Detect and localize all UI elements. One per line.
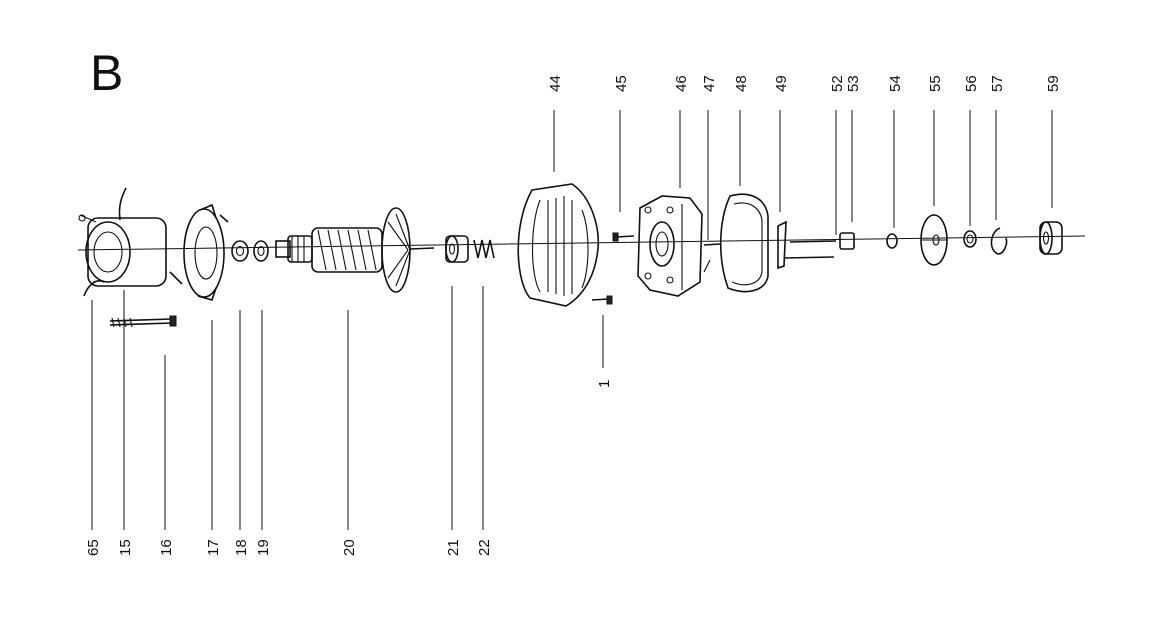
part-1-screw bbox=[591, 295, 613, 305]
part-20-armature bbox=[275, 207, 435, 293]
part-21-bearing bbox=[445, 235, 469, 263]
callout-56: 56 bbox=[963, 75, 980, 92]
callout-19: 19 bbox=[255, 539, 272, 556]
callout-49: 49 bbox=[773, 75, 790, 92]
part-16-screw bbox=[109, 315, 177, 328]
callout-55: 55 bbox=[927, 75, 944, 92]
assembly-axis bbox=[77, 235, 1086, 251]
callout-20: 20 bbox=[341, 539, 358, 556]
part-49-plate bbox=[777, 220, 835, 270]
callout-22: 22 bbox=[476, 539, 493, 556]
part-57-circlip bbox=[990, 227, 1008, 255]
callout-45: 45 bbox=[613, 75, 630, 92]
callout-47: 47 bbox=[701, 75, 718, 92]
part-22-spring bbox=[473, 239, 495, 259]
part-45-screw bbox=[612, 232, 635, 242]
part-53-bushing bbox=[839, 232, 855, 250]
callout-54: 54 bbox=[887, 75, 904, 92]
part-52-shaft bbox=[789, 240, 837, 243]
part-47-pin bbox=[703, 243, 721, 273]
part-46-gear-housing bbox=[637, 195, 703, 297]
callout-16: 16 bbox=[158, 539, 175, 556]
part-15-stator bbox=[78, 187, 167, 297]
part-48-cover bbox=[719, 193, 769, 293]
callout-17: 17 bbox=[205, 539, 222, 556]
callout-59: 59 bbox=[1045, 75, 1062, 92]
callout-44: 44 bbox=[547, 75, 564, 92]
callout-52: 52 bbox=[829, 75, 846, 92]
part-55-flange bbox=[920, 214, 948, 266]
part-44-housing bbox=[517, 183, 600, 307]
part-19-bearing bbox=[253, 240, 269, 262]
part-59-bearing bbox=[1039, 221, 1063, 255]
callout-1: 1 bbox=[596, 380, 613, 388]
callout-53: 53 bbox=[845, 75, 862, 92]
section-letter: B bbox=[90, 45, 124, 101]
part-17-baffle bbox=[169, 203, 229, 301]
callout-57: 57 bbox=[989, 75, 1006, 92]
callout-18: 18 bbox=[233, 539, 250, 556]
part-18-washer bbox=[231, 240, 249, 262]
part-56-oring bbox=[963, 230, 977, 248]
leader-lines bbox=[91, 110, 1053, 530]
part-54-ring bbox=[886, 233, 898, 249]
callout-15: 15 bbox=[117, 539, 134, 556]
callout-48: 48 bbox=[733, 75, 750, 92]
callout-labels: 65 15 16 17 18 19 20 21 22 1 44 45 46 47… bbox=[85, 75, 1062, 556]
callout-65: 65 bbox=[85, 539, 102, 556]
callout-21: 21 bbox=[445, 539, 462, 556]
callout-46: 46 bbox=[673, 75, 690, 92]
